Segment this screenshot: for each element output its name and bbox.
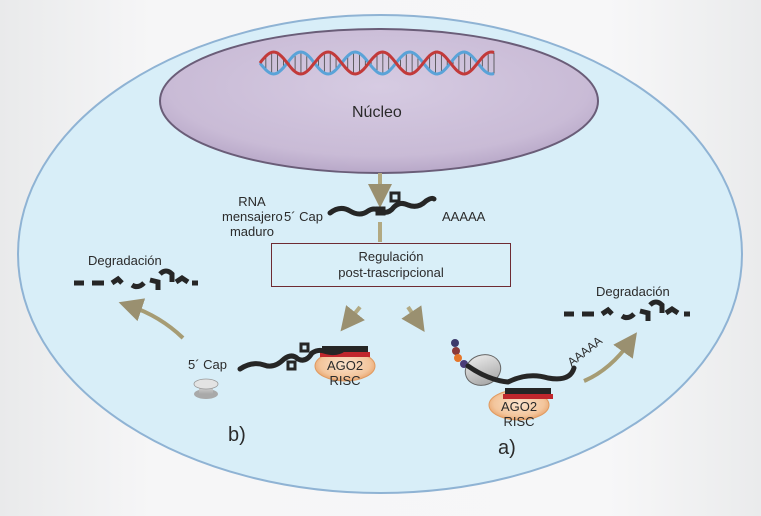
degradation-label-a: Degradación: [596, 284, 670, 299]
ago2-label-b: AGO2: [326, 358, 364, 373]
mrna-polya-label: AAAAA: [442, 209, 486, 224]
mrna-label: RNA mensajero maduro: [222, 194, 283, 239]
pathway-b-label: b): [228, 424, 246, 446]
complex-label-a: AGO2 RISC: [492, 399, 546, 429]
mrna-label-line-1: RNA: [238, 194, 266, 209]
mrna-a-icon: [465, 363, 577, 385]
risc-label-a: RISC: [503, 414, 535, 429]
ago2-label-a: AGO2: [500, 399, 538, 414]
degradation-arrow-left: [118, 298, 185, 340]
mirna-duplex-a-icon: [503, 388, 553, 399]
pathway-a-label: a): [498, 437, 516, 459]
mrna-label-line-3: maduro: [229, 224, 275, 239]
degraded-rna-left-icon: [74, 268, 198, 290]
regulation-line-2: post-trascripcional: [338, 265, 444, 280]
cap-label-b: 5´ Cap: [188, 357, 228, 372]
regulation-line-1: Regulación: [358, 249, 424, 264]
complex-label-b: AGO2 RISC: [318, 358, 372, 388]
risc-label-b: RISC: [329, 373, 361, 388]
degradation-label-b: Degradación: [88, 253, 162, 268]
mature-mrna-icon: [327, 191, 437, 217]
regulation-box: Regulación post-trascripcional: [271, 243, 511, 287]
degraded-rna-right-icon: [564, 299, 690, 321]
mrna-cap-label: 5´ Cap: [284, 209, 324, 224]
arrow-to-pathway-a: [401, 305, 425, 332]
mrna-b-icon: [237, 342, 347, 372]
arrow-to-pathway-b: [340, 305, 365, 332]
nucleus: [159, 28, 599, 174]
mrna-label-line-2: mensajero: [222, 209, 283, 224]
degradation-arrow-right: [583, 332, 637, 383]
cap-icon-b: [193, 378, 219, 399]
nucleus-label: Núcleo: [352, 104, 402, 121]
dna-helix-icon: [258, 50, 495, 76]
